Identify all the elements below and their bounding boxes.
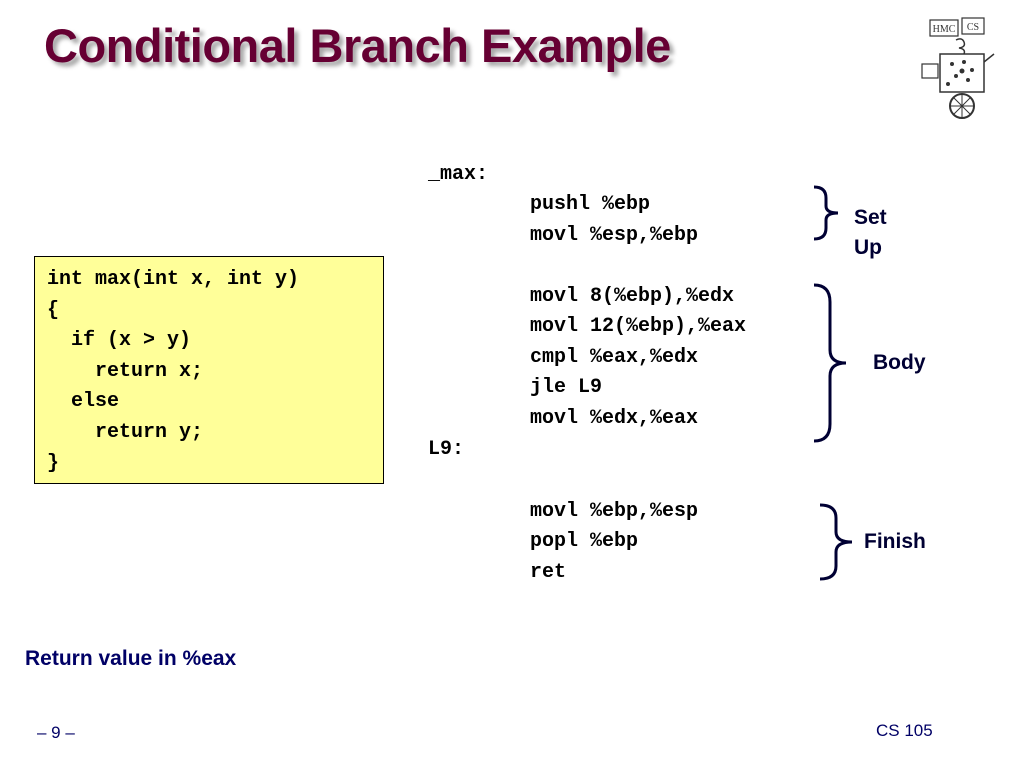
asm-line: cmpl %eax,%edx <box>530 346 699 369</box>
asm-line: movl %edx,%eax <box>530 407 699 430</box>
c-code-line: int max(int x, int y) <box>47 268 300 291</box>
c-code-line: if (x > y) <box>47 329 192 353</box>
return-value-note: Return value in %eax <box>25 647 237 670</box>
page-number: – 9 – <box>37 723 75 742</box>
hmc-cs-logo: HMC CS <box>921 17 995 119</box>
setup-label-line1: Set <box>854 206 887 229</box>
asm-line: pushl %ebp <box>530 193 651 216</box>
course-label: CS 105 <box>876 721 933 740</box>
c-code-line: } <box>47 451 60 475</box>
asm-label-l9: L9: <box>428 438 465 461</box>
setup-label-line2: Up <box>854 236 882 259</box>
asm-line: movl 8(%ebp),%edx <box>530 285 735 308</box>
c-code-line: { <box>47 298 60 322</box>
asm-line: jle L9 <box>530 376 603 399</box>
asm-line: movl 12(%ebp),%eax <box>530 315 747 338</box>
finish-label: Finish <box>864 530 926 553</box>
asm-line: popl %ebp <box>530 530 639 553</box>
logo-text-hmc: HMC <box>933 24 956 35</box>
body-label: Body <box>873 351 926 374</box>
body-brace <box>813 283 847 443</box>
slide-title: Conditional Branch Example <box>44 19 671 72</box>
logo-text-cs: CS <box>967 22 979 33</box>
asm-line: movl %esp,%ebp <box>530 224 699 247</box>
asm-line: ret <box>530 561 567 584</box>
c-code-line: return x; <box>47 359 204 383</box>
setup-label: Set Up <box>854 203 887 263</box>
asm-label-max: _max: <box>428 163 489 186</box>
asm-line: movl %ebp,%esp <box>530 500 699 523</box>
c-code-line: return y; <box>47 420 204 444</box>
finish-brace <box>819 503 853 581</box>
c-code-line: else <box>47 390 120 414</box>
setup-brace <box>813 185 839 241</box>
c-code-box: int max(int x, int y) { if (x > y) retur… <box>34 256 384 484</box>
